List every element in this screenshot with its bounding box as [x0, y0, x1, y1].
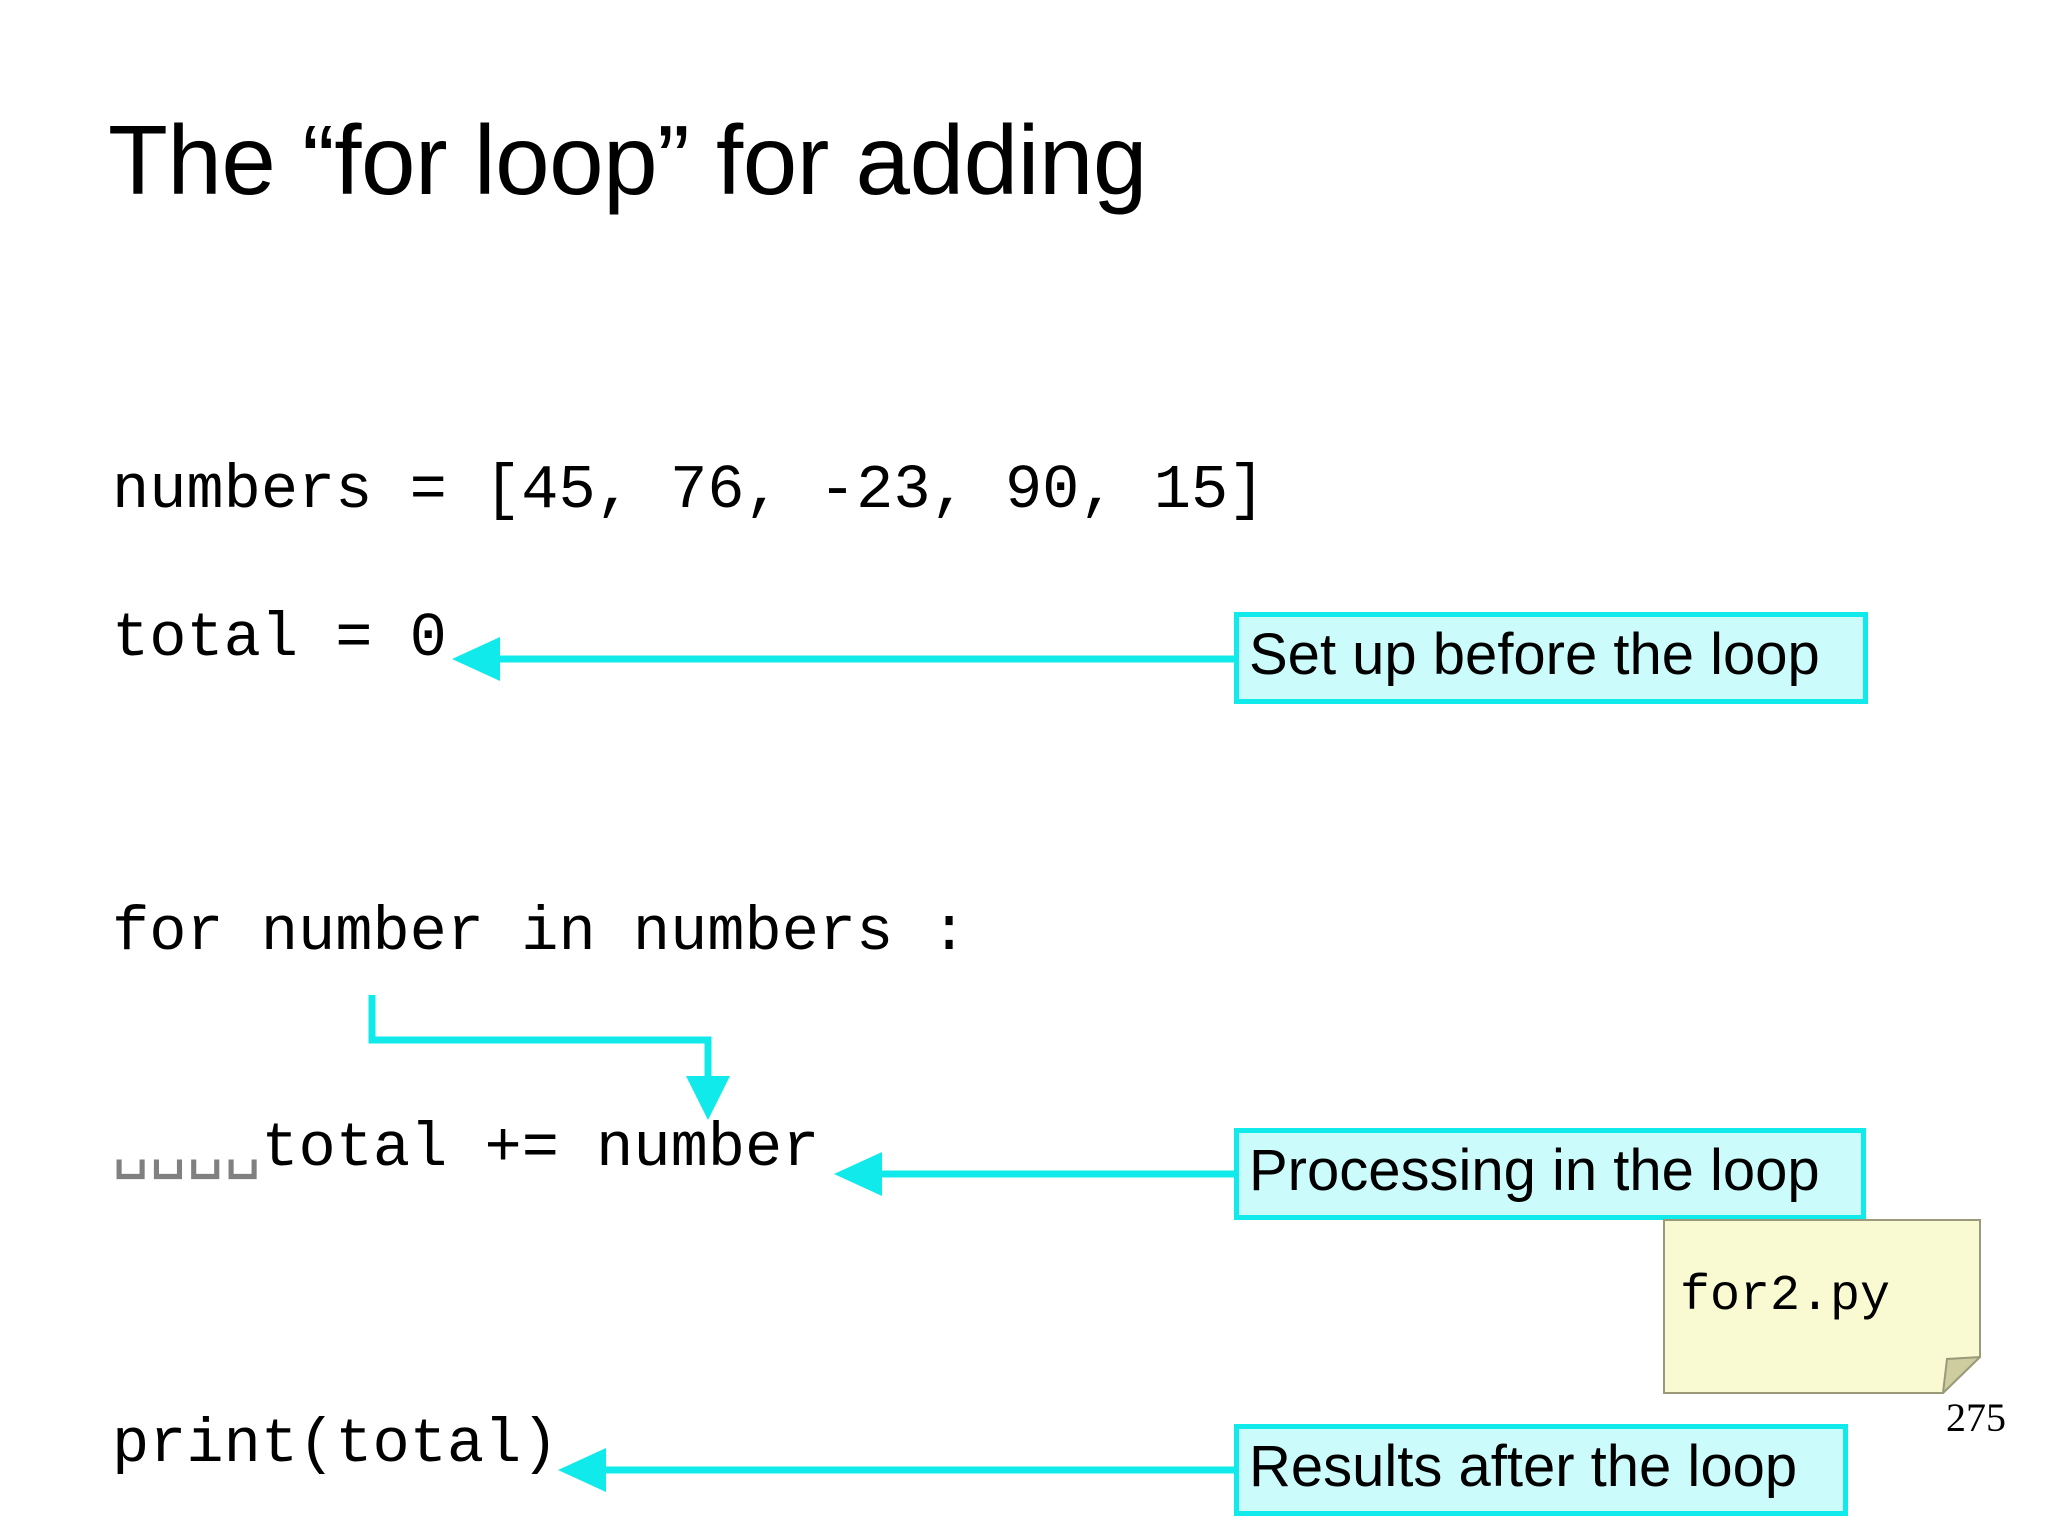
- callout-setup-label: Set up before the loop: [1249, 622, 1820, 687]
- callout-set-up-before-the-loop: Set up before the loop: [1234, 612, 1868, 704]
- indent-space-marks: ␣␣␣␣: [112, 1113, 262, 1184]
- code-line-numbers: numbers = [45, 76, -23, 90, 15]: [112, 455, 1266, 526]
- callout-processing-in-the-loop: Processing in the loop: [1234, 1128, 1866, 1220]
- callout-processing-label: Processing in the loop: [1249, 1138, 1820, 1203]
- code-line-accumulate: ␣␣␣␣total += number: [112, 1118, 819, 1180]
- callout-results-label: Results after the loop: [1249, 1434, 1798, 1499]
- arrow-loop-variable-icon: [368, 995, 730, 1120]
- code-line-accumulate-text: total += number: [261, 1113, 820, 1184]
- code-line-total: total = 0: [112, 603, 447, 674]
- sticky-note: [1663, 1219, 1981, 1394]
- code-line-for: for number in numbers :: [112, 897, 968, 968]
- arrow-to-print-icon: [558, 1448, 1234, 1492]
- page-number: 275: [1946, 1395, 2006, 1440]
- page-title: The “for loop” for adding: [108, 105, 1147, 215]
- sticky-note-filename: for2.py: [1680, 1268, 1891, 1325]
- code-line-print: print(total): [112, 1409, 559, 1480]
- arrow-to-total-icon: [452, 637, 1234, 681]
- callout-results-after-the-loop: Results after the loop: [1234, 1424, 1848, 1516]
- arrow-to-accumulate-icon: [834, 1152, 1234, 1196]
